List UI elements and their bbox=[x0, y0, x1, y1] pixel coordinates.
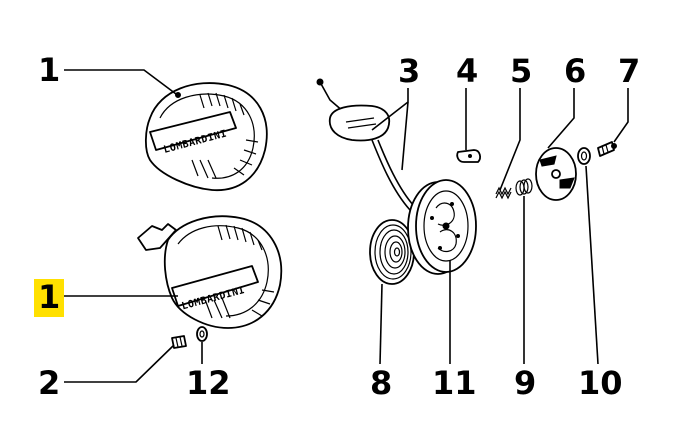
pawl-illustration bbox=[456, 149, 481, 163]
cover-assembly-illustration: LOMBARDINI bbox=[137, 215, 283, 329]
label-top-cover: 1 bbox=[38, 51, 60, 89]
rope bbox=[371, 139, 411, 211]
washer-small-illustration bbox=[577, 147, 591, 165]
pawl-spring-illustration bbox=[495, 186, 512, 200]
cover-assembly-slots bbox=[205, 224, 275, 319]
label-rope-handle: 3 bbox=[398, 52, 420, 90]
part-labels: 1 1 2 12 3 4 5 6 7 8 11 9 10 bbox=[38, 51, 640, 402]
label-recoil-spring: 8 bbox=[370, 364, 392, 402]
washer-illustration bbox=[196, 326, 208, 342]
label-center-screw: 7 bbox=[618, 52, 640, 90]
label-spring-small: 9 bbox=[514, 364, 536, 402]
top-cover-slots bbox=[191, 92, 259, 179]
label-washer-small: 10 bbox=[578, 364, 623, 402]
top-cover-bolt bbox=[175, 92, 181, 98]
recoil-spring-illustration bbox=[369, 219, 415, 285]
label-washer: 12 bbox=[186, 364, 231, 402]
top-cover-illustration: LOMBARDINI bbox=[144, 82, 268, 191]
center-screw-illustration bbox=[597, 141, 617, 157]
label-cover-assembly: 1 bbox=[38, 278, 60, 316]
label-drive-plate: 6 bbox=[564, 52, 586, 90]
drive-plate-illustration bbox=[535, 147, 577, 201]
spring-small-illustration bbox=[515, 178, 533, 196]
pulley-illustration bbox=[407, 179, 477, 275]
rope-handle-illustration bbox=[316, 78, 415, 211]
rope-end bbox=[319, 81, 345, 113]
starter-handle bbox=[137, 223, 177, 251]
highlight-marker bbox=[34, 279, 64, 317]
label-screw: 2 bbox=[38, 364, 60, 402]
label-pawl: 4 bbox=[456, 52, 478, 90]
label-pawl-spring: 5 bbox=[510, 52, 532, 90]
screw-illustration bbox=[171, 335, 187, 349]
label-pulley: 11 bbox=[432, 364, 477, 402]
leader-lines bbox=[64, 69, 629, 383]
